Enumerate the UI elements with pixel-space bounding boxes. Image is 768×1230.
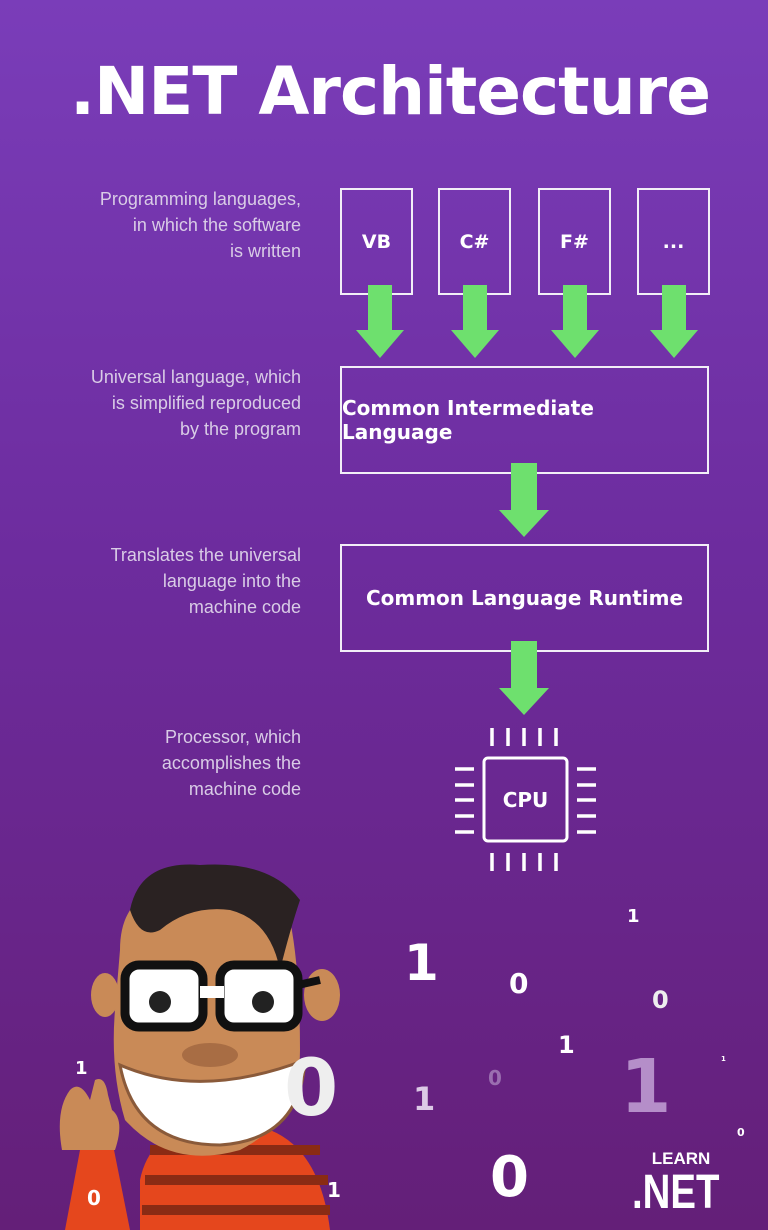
desc-line: Universal language, which — [90, 367, 301, 387]
binary-digit: 0 — [284, 1044, 339, 1134]
logo-top: LEARN — [651, 1149, 711, 1168]
desc-line: accomplishes the — [161, 753, 301, 773]
desc-line: is simplified reproduced — [111, 393, 301, 413]
description-cpu: Processor, which accomplishes the machin… — [162, 724, 301, 802]
binary-digit: 1 — [327, 1178, 341, 1202]
arrow-down-icon — [551, 285, 599, 358]
logo-bottom: .NET — [632, 1166, 720, 1219]
desc-line: machine code — [188, 597, 301, 617]
description-cil: Universal language, which is simplified … — [91, 364, 301, 442]
desc-line: language into the — [162, 571, 301, 591]
binary-digit: 0 — [87, 1186, 101, 1210]
cpu-label: CPU — [502, 787, 549, 812]
description-languages: Programming languages, in which the soft… — [100, 186, 301, 264]
binary-digit: 0 — [509, 967, 529, 1000]
desc-line: Processor, which — [164, 727, 301, 747]
binary-digit: 1 — [558, 1031, 575, 1059]
binary-digit: 1 — [627, 906, 640, 927]
binary-digit: 1 — [413, 1080, 436, 1118]
binary-digit: 0 — [490, 1145, 529, 1210]
desc-line: machine code — [188, 779, 301, 799]
desc-line: by the program — [179, 419, 301, 439]
binary-digit: 0 — [652, 986, 669, 1014]
binary-digit: 0 — [488, 1066, 502, 1090]
desc-line: Programming languages, — [99, 189, 301, 209]
binary-digit: 0 — [737, 1126, 745, 1139]
arrow-down-icon — [499, 463, 549, 537]
arrow-down-icon — [451, 285, 499, 358]
desc-line: Translates the universal — [110, 545, 301, 565]
cil-box: Common Intermediate Language — [340, 366, 709, 474]
binary-digit: 1 — [620, 1044, 672, 1130]
desc-line: is written — [229, 241, 301, 261]
description-clr: Translates the universal language into t… — [111, 542, 301, 620]
desc-line: in which the software — [132, 215, 301, 235]
learn-net-logo: LEARN .NET — [630, 1150, 732, 1218]
arrow-down-icon — [650, 285, 698, 358]
arrow-down-icon — [356, 285, 404, 358]
cpu-chip-icon — [455, 728, 596, 871]
binary-digit: 1 — [75, 1058, 88, 1079]
flow-arrows — [356, 285, 698, 871]
character-illustration — [59, 864, 340, 1230]
binary-digit: 1 — [404, 934, 439, 992]
binary-digit: 1 — [721, 1055, 726, 1063]
page-title: .NET Architecture — [69, 53, 711, 130]
arrow-down-icon — [499, 641, 549, 715]
